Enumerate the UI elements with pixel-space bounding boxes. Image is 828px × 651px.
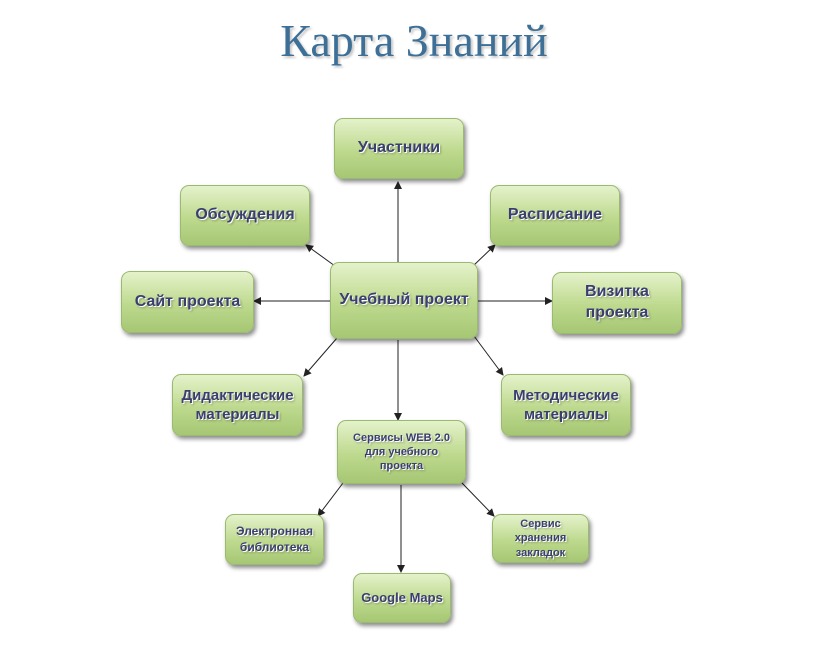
node-didactic-materials: Дидактические материалы <box>172 374 303 436</box>
arrow-to-methodical-materials <box>473 335 504 376</box>
node-center-study-project: Учебный проект <box>330 262 478 339</box>
arrow-to-e-library <box>317 482 344 517</box>
node-google-maps: Google Maps <box>353 573 451 623</box>
node-schedule: Расписание <box>490 185 620 246</box>
arrow-to-discussions <box>305 244 336 267</box>
arrow-to-schedule <box>472 244 496 267</box>
arrow-to-didactic-materials <box>303 337 338 377</box>
node-business-card: Визитка проекта <box>552 272 682 334</box>
node-project-site: Сайт проекта <box>121 271 254 333</box>
node-web-services: Сервисы WEB 2.0 для учебного проекта <box>337 420 466 484</box>
node-bookmark-service: Сервис хранения закладок <box>492 514 589 563</box>
node-methodical-materials: Методические материалы <box>501 374 631 436</box>
node-discussions: Обсуждения <box>180 185 310 246</box>
node-e-library: Электронная библиотека <box>225 514 324 565</box>
page-title: Карта Знаний <box>280 15 548 66</box>
arrow-to-bookmark-service <box>461 482 495 517</box>
node-participants: Участники <box>334 118 464 179</box>
